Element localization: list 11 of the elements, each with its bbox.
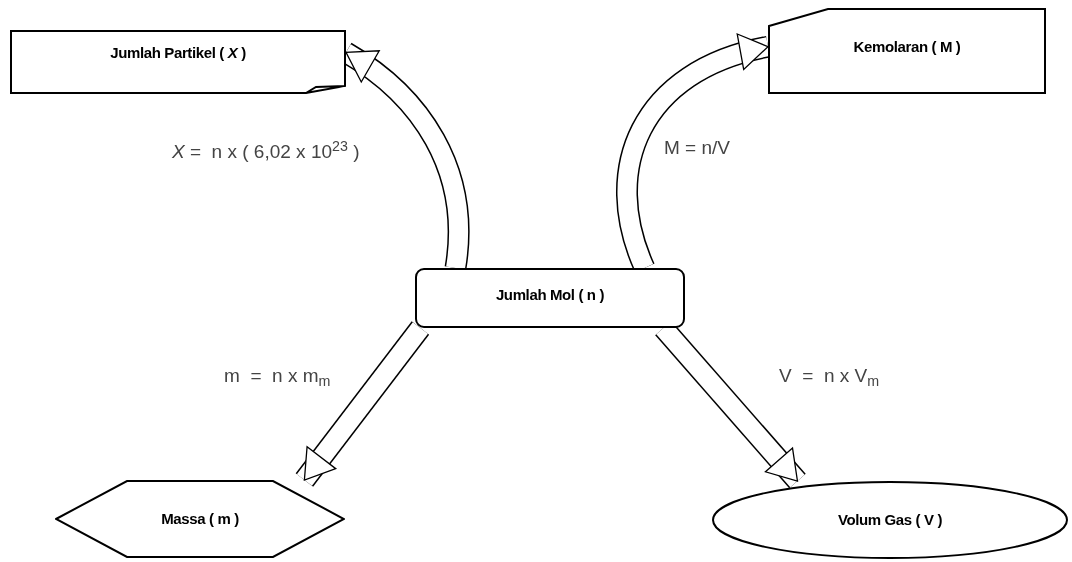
cut-corner-box [768, 8, 1046, 94]
note-box [10, 30, 346, 94]
node-label: Massa ( m ) [161, 508, 239, 529]
node-label: Jumlah Partikel ( X ) [110, 43, 246, 63]
block-arrow [295, 321, 430, 487]
node-label: Kemolaran ( M ) [853, 37, 961, 57]
node-label: Volum Gas ( V ) [837, 509, 943, 530]
ellipse [712, 481, 1068, 559]
node-label: Jumlah Mol ( n ) [495, 285, 605, 305]
hexagon [55, 480, 345, 558]
rounded-box [415, 268, 685, 328]
